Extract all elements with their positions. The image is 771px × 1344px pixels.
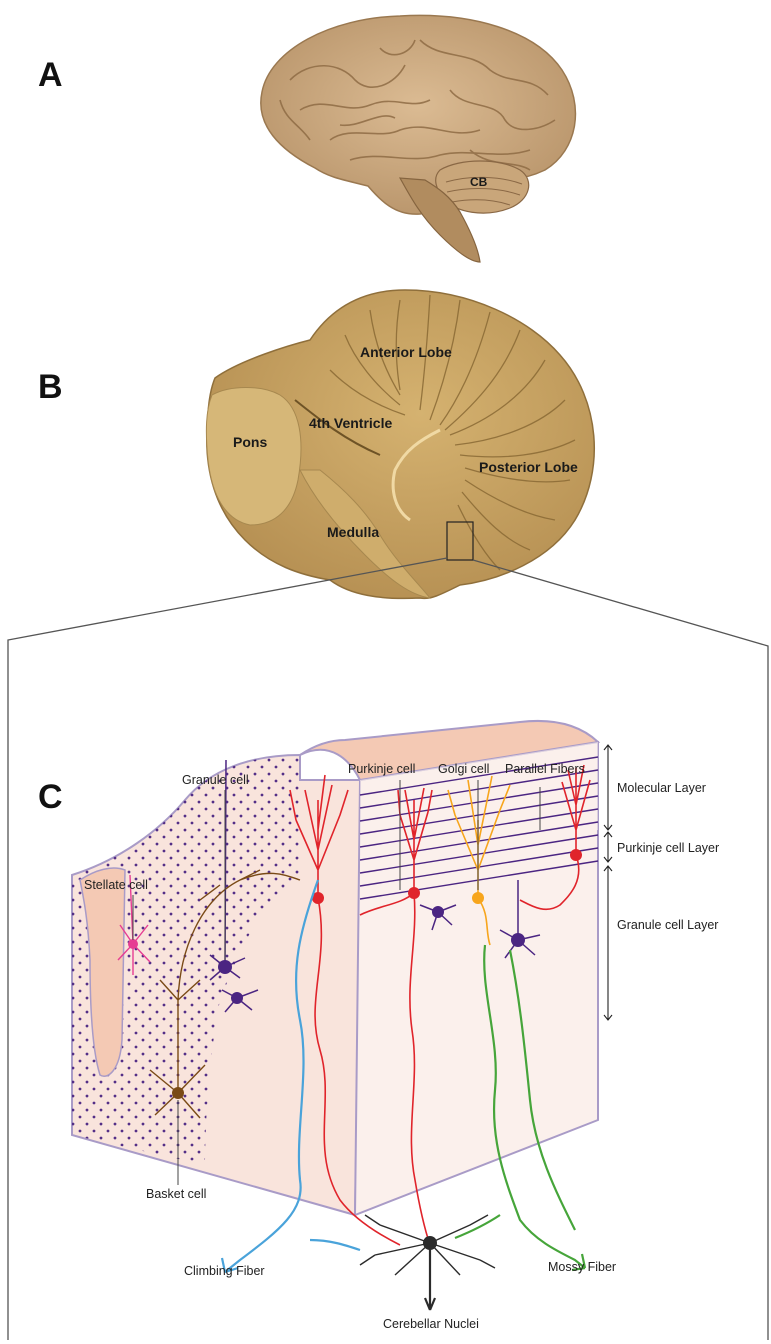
panel-c: C xyxy=(8,558,768,1340)
tissue-block xyxy=(72,721,598,1215)
label-purkinje-cell: Purkinje cell xyxy=(348,762,415,776)
brain-photo: CB xyxy=(261,15,576,262)
label-anterior-lobe: Anterior Lobe xyxy=(360,344,452,360)
label-climbing-fiber: Climbing Fiber xyxy=(184,1264,265,1278)
label-granule-cell: Granule cell xyxy=(182,773,249,787)
panel-a: A xyxy=(38,15,575,262)
label-golgi-cell: Golgi cell xyxy=(438,762,489,776)
label-stellate-cell: Stellate cell xyxy=(84,878,148,892)
label-granule-layer: Granule cell Layer xyxy=(617,918,718,932)
label-medulla: Medulla xyxy=(327,524,379,540)
label-purkinje-layer: Purkinje cell Layer xyxy=(617,841,719,855)
panel-b-letter: B xyxy=(38,368,63,406)
layer-brackets xyxy=(604,745,612,1020)
label-cerebellar-nuclei: Cerebellar Nuclei xyxy=(383,1317,479,1331)
label-pons: Pons xyxy=(233,434,267,450)
label-4th-ventricle: 4th Ventricle xyxy=(309,415,392,431)
label-mossy-fiber: Mossy Fiber xyxy=(548,1260,616,1274)
panel-b: B xyxy=(38,290,594,598)
label-molecular-layer: Molecular Layer xyxy=(617,781,706,795)
label-parallel-fibers: Parallel Fibers xyxy=(505,762,585,776)
label-posterior-lobe: Posterior Lobe xyxy=(479,459,578,475)
label-basket-cell: Basket cell xyxy=(146,1187,206,1201)
cb-label: CB xyxy=(470,175,488,189)
panel-a-letter: A xyxy=(38,56,63,94)
panel-c-letter: C xyxy=(38,778,63,816)
